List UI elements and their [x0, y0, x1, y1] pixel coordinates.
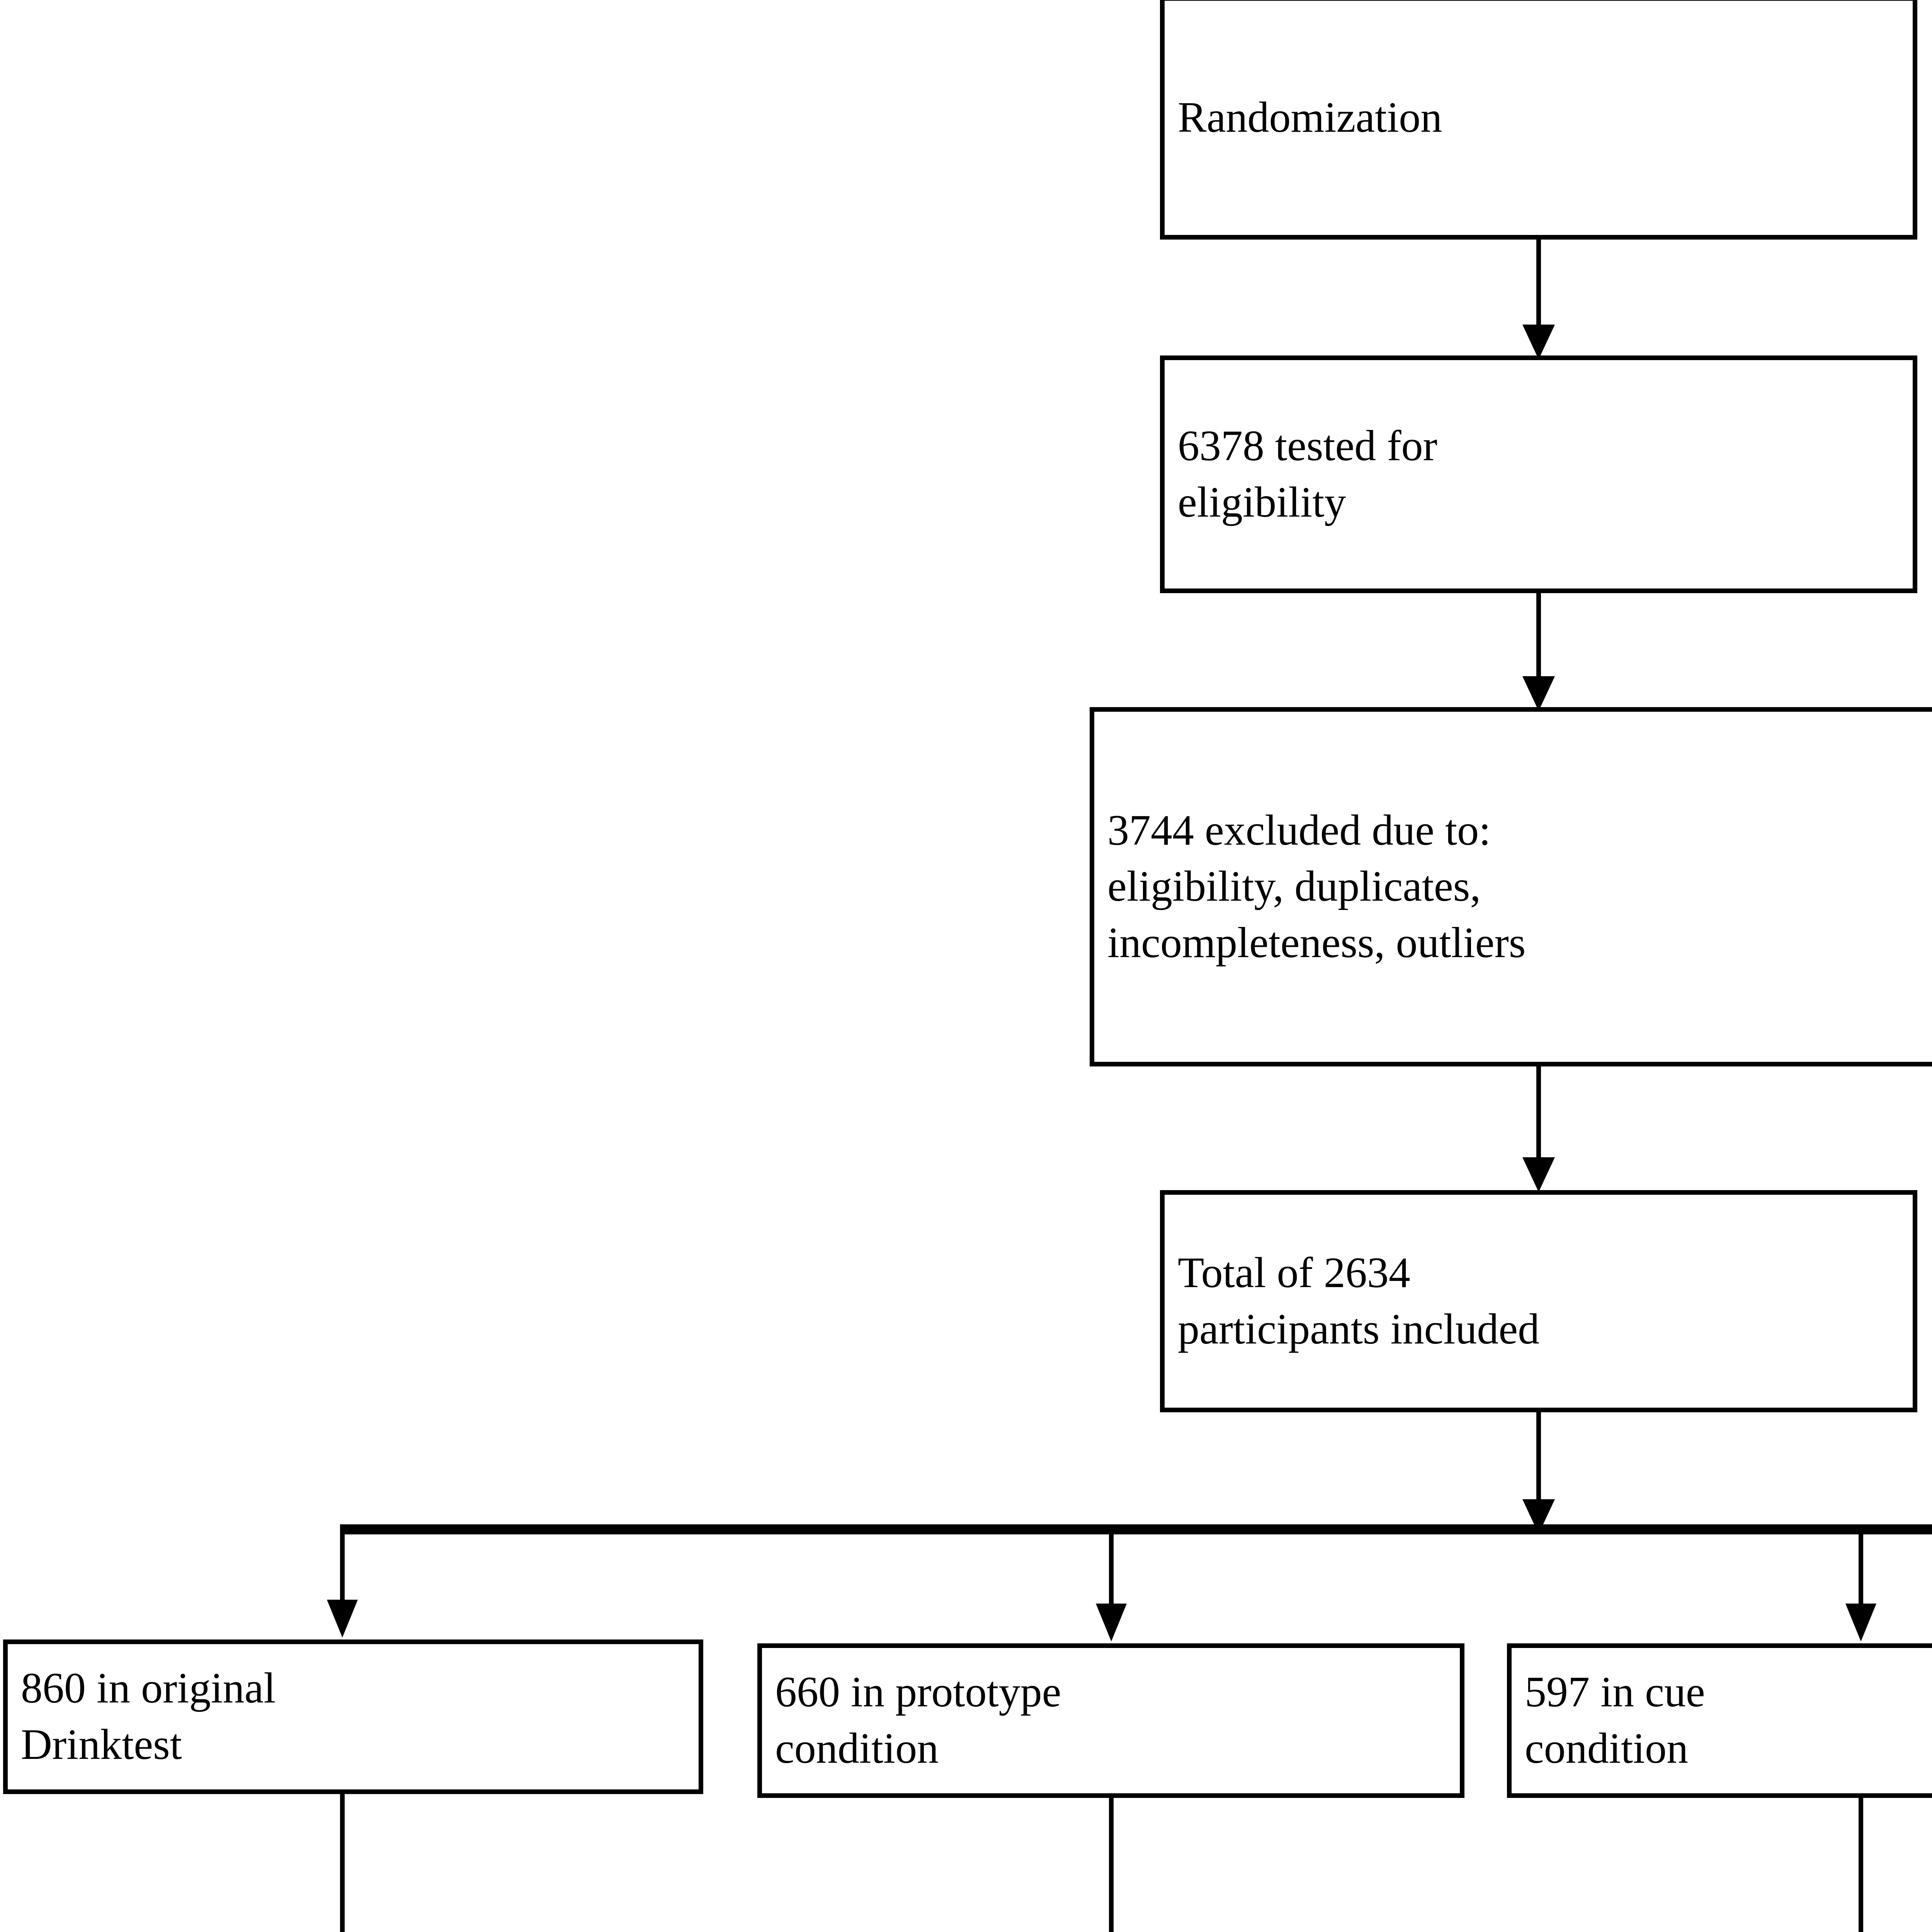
node-included: Total of 2634 participants included: [1160, 1190, 1917, 1412]
edge-split-to-arm-original: [327, 1529, 358, 1638]
node-excluded-label: 3744 excluded due to: eligibility, dupli…: [1107, 806, 1526, 967]
edge-included-to-split: [340, 1412, 1932, 1534]
node-arm-original-drinktest: 860 in original Drinktest: [3, 1639, 703, 1794]
node-arm-cue: 597 in cue condition: [1507, 1643, 1932, 1798]
node-randomization: Randomization: [1160, 0, 1917, 240]
edge-tested-to-excluded: [1522, 593, 1555, 711]
edge-arm-original-to-merge: [340, 1794, 345, 1932]
node-arm-cue-label: 597 in cue condition: [1525, 1668, 1705, 1772]
edge-split-to-arm-cue: [1845, 1529, 1876, 1641]
edge-split-to-arm-prototype: [1096, 1529, 1127, 1641]
edge-arm-prototype-to-merge: [1109, 1798, 1114, 1932]
node-randomization-label: Randomization: [1178, 94, 1442, 142]
node-arm-original-drinktest-label: 860 in original Drinktest: [21, 1664, 276, 1769]
node-tested-for-eligibility: 6378 tested for eligibility: [1160, 355, 1917, 593]
node-arm-prototype-label: 660 in prototype condition: [775, 1668, 1061, 1772]
node-tested-for-eligibility-label: 6378 tested for eligibility: [1178, 422, 1437, 526]
edge-excluded-to-included: [1522, 1066, 1555, 1192]
node-excluded: 3744 excluded due to: eligibility, dupli…: [1090, 707, 1932, 1066]
edge-arm-cue-to-merge: [1859, 1798, 1863, 1932]
node-included-label: Total of 2634 participants included: [1178, 1248, 1540, 1353]
node-arm-prototype: 660 in prototype condition: [757, 1643, 1464, 1798]
edge-randomization-to-tested: [1522, 240, 1555, 359]
